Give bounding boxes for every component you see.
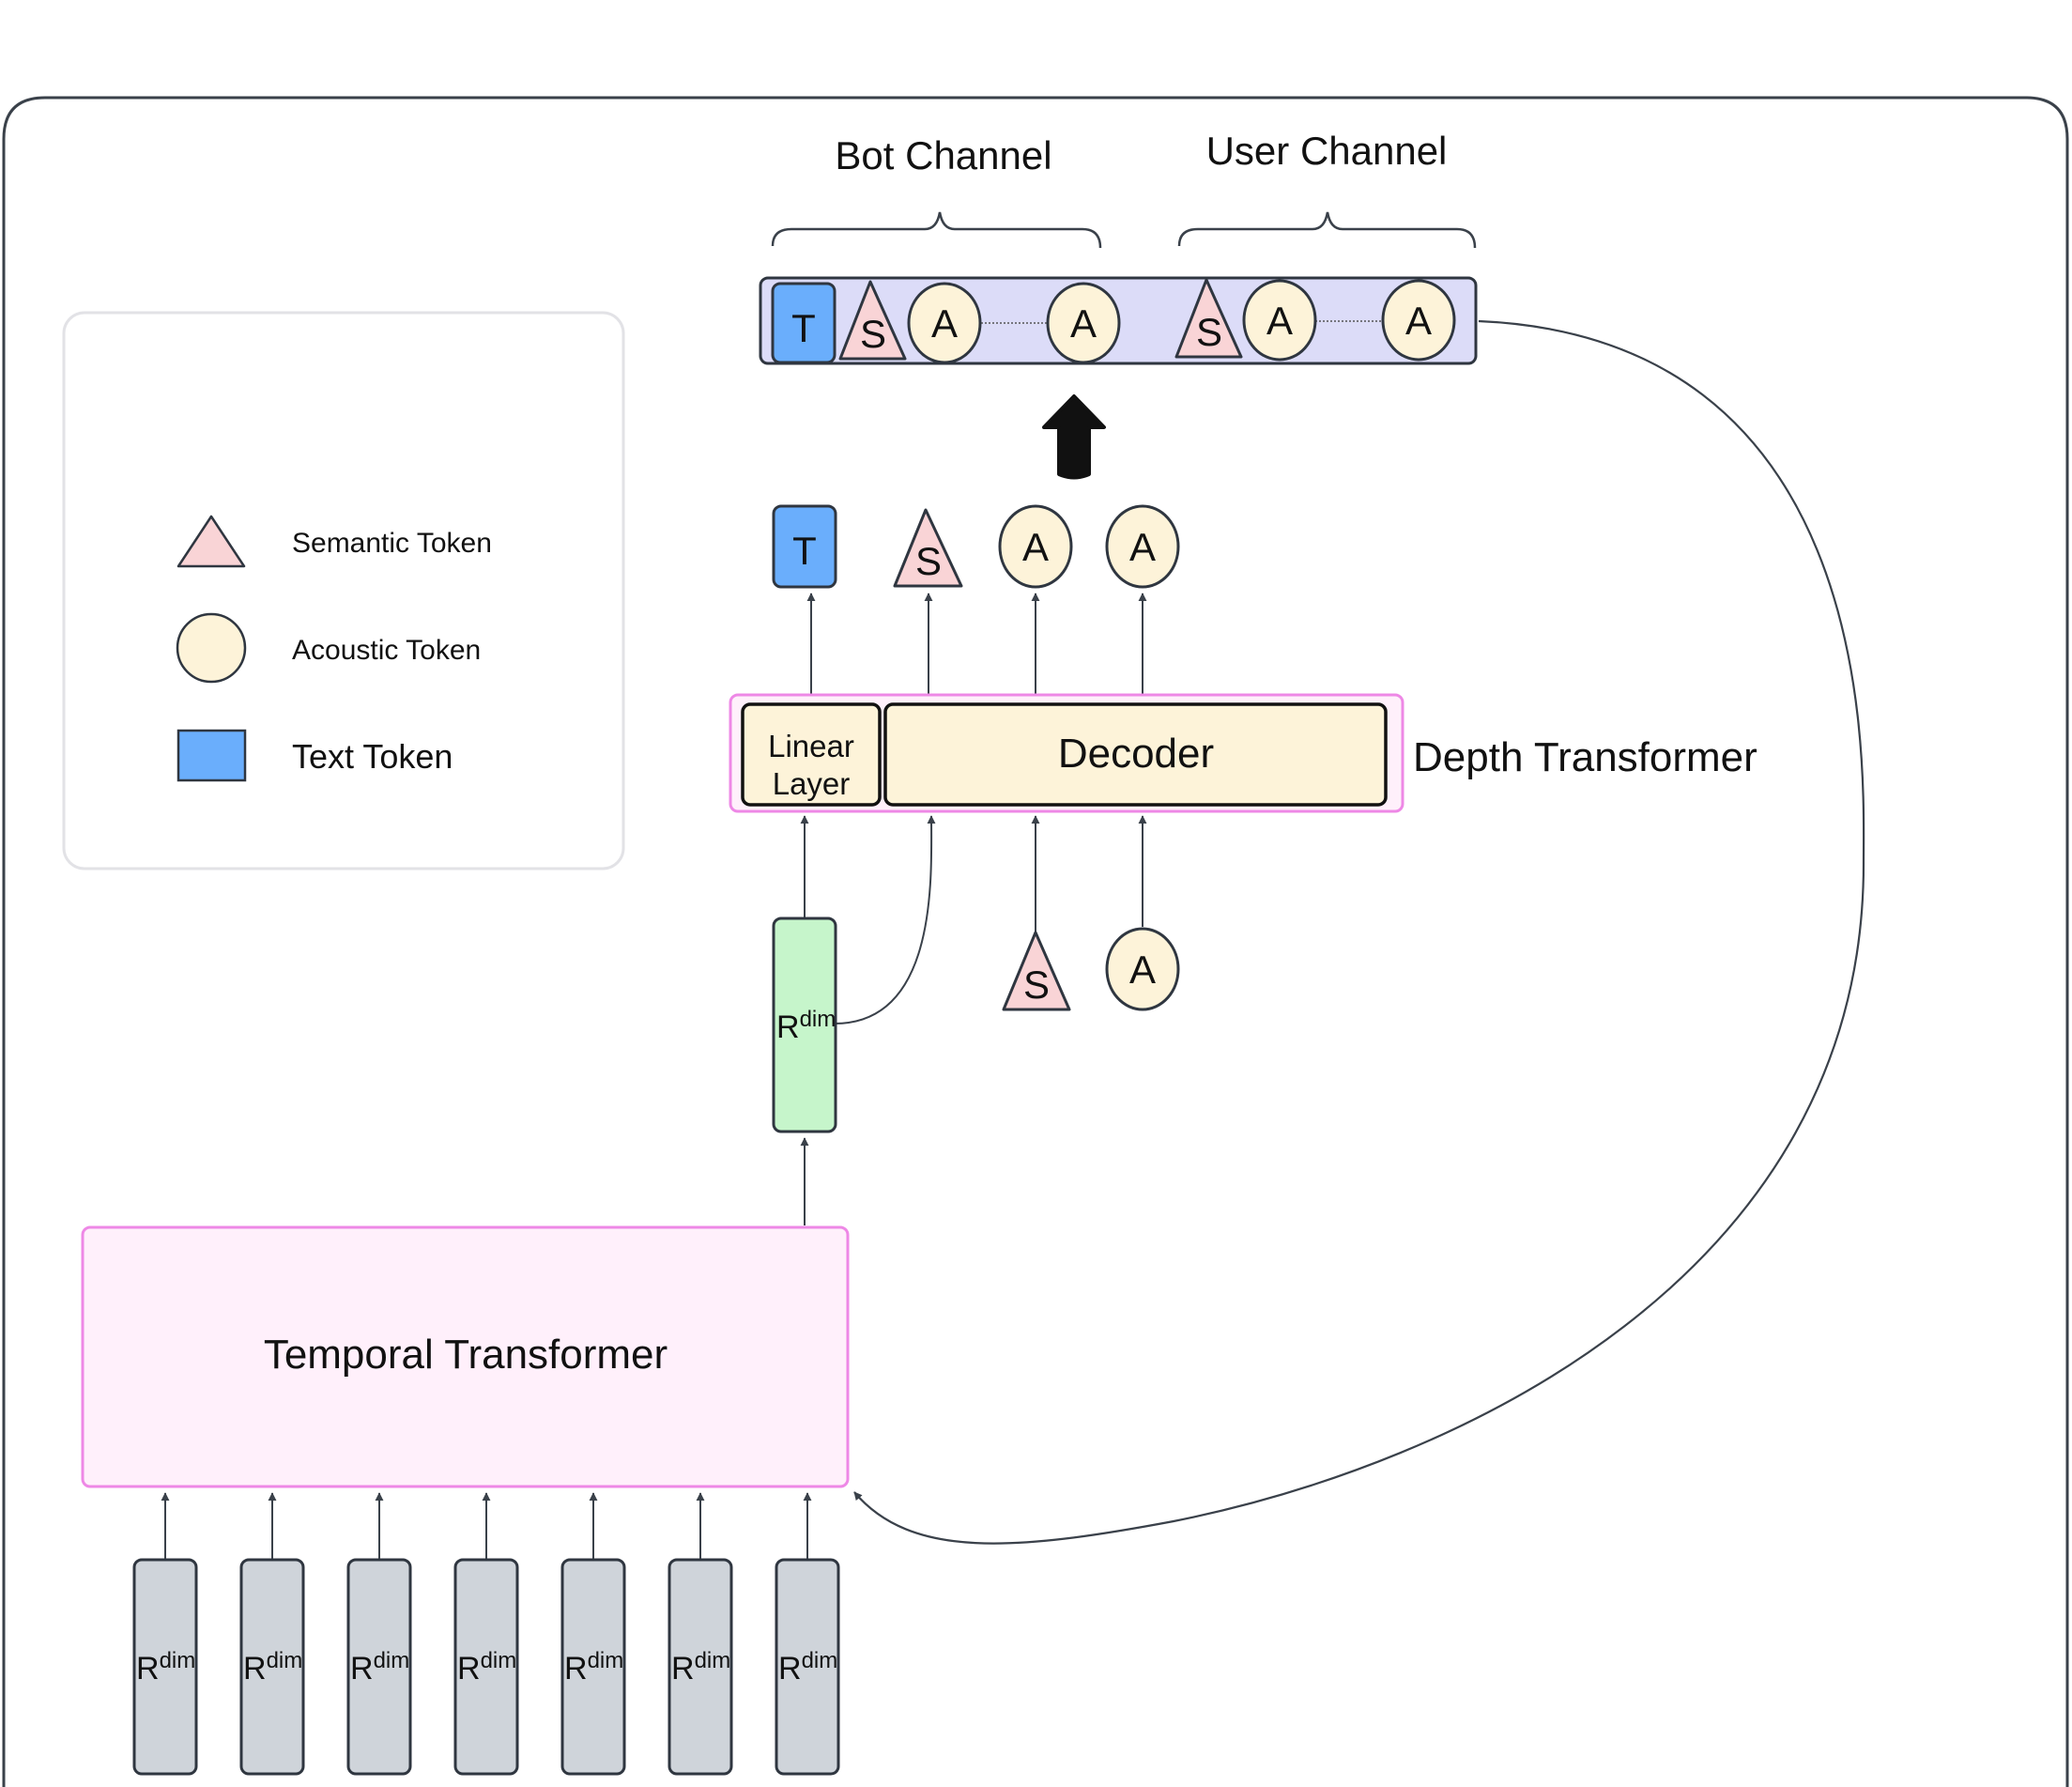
acoustic-token-letter: A: [1022, 525, 1049, 569]
input-vector-label: Rdim: [243, 1648, 302, 1687]
semantic-token-letter: S: [1196, 310, 1222, 354]
input-vector: [668, 1558, 733, 1776]
acoustic-token: [998, 504, 1073, 589]
input-vector: [132, 1558, 198, 1776]
arrow-hidden-to-decoder: [834, 815, 936, 1024]
temporal-transformer-label: Temporal Transformer: [264, 1332, 668, 1378]
acoustic-token: [1381, 279, 1456, 362]
input-vector: [775, 1558, 840, 1776]
semantic-token-letter: S: [915, 539, 942, 583]
legend-acoustic-label: Acoustic Token: [292, 635, 481, 666]
input-vector-label: Rdim: [564, 1648, 623, 1687]
acoustic-token-letter: A: [1405, 299, 1432, 343]
acoustic-token-letter: A: [1070, 301, 1097, 346]
linear-layer-label: Layer: [773, 766, 851, 801]
user-channel-label: User Channel: [1206, 129, 1448, 173]
acoustic-token-letter: A: [1266, 299, 1293, 343]
text-token: [771, 282, 836, 364]
hidden-vector: [772, 917, 837, 1133]
temporal-transformer-block: [81, 1225, 850, 1488]
input-vector: [560, 1558, 626, 1776]
input-vector: [453, 1558, 519, 1776]
bot-channel-label: Bot Channel: [835, 133, 1051, 177]
decoder-block: [883, 702, 1388, 807]
acoustic-token: [1242, 279, 1317, 362]
input-vector-label: Rdim: [350, 1648, 409, 1687]
legend-semantic-label: Semantic Token: [292, 528, 492, 559]
output-arrow: [1042, 394, 1106, 480]
semantic-token: [1174, 278, 1243, 359]
depth-transformer-label: Depth Transformer: [1413, 734, 1757, 780]
input-vector-label: Rdim: [671, 1648, 730, 1687]
semantic-token: [838, 280, 907, 361]
semantic-token: [1002, 931, 1071, 1011]
linear-layer-block: [741, 702, 882, 807]
user-channel-brace: [1177, 211, 1477, 249]
legend-text-label: Text Token: [292, 737, 453, 776]
input-vector-row: Rdim Rdim Rdim Rdim Rdim Rdim Rdim: [132, 1492, 840, 1776]
feedback-loop-arrow: [853, 319, 1865, 1545]
acoustic-token: [1105, 504, 1180, 589]
text-token: [772, 504, 837, 589]
acoustic-token: [1105, 927, 1180, 1011]
legend-acoustic-icon: [176, 612, 247, 684]
semantic-token-letter: S: [860, 312, 886, 356]
semantic-token-letter: S: [1023, 963, 1050, 1007]
input-vector-label: Rdim: [457, 1648, 516, 1687]
acoustic-token: [1046, 282, 1121, 364]
hidden-vector-label: Rdim: [776, 1007, 836, 1045]
input-vector-label: Rdim: [136, 1648, 195, 1687]
text-token-letter: T: [791, 306, 816, 350]
input-vector: [239, 1558, 305, 1776]
acoustic-token: [907, 282, 982, 364]
legend-semantic-icon: [177, 515, 246, 568]
legend-text-icon: [177, 729, 247, 782]
input-vector: [346, 1558, 412, 1776]
semantic-token: [893, 508, 963, 588]
acoustic-token-letter: A: [1129, 947, 1156, 992]
linear-layer-label: Linear: [768, 729, 854, 763]
text-token-letter: T: [792, 529, 817, 573]
input-vector-label: Rdim: [778, 1648, 837, 1687]
bot-channel-brace: [771, 211, 1102, 249]
outer-frame: [2, 96, 2069, 1787]
acoustic-token-letter: A: [931, 301, 958, 346]
decoder-label: Decoder: [1058, 731, 1214, 777]
legend-box: [62, 311, 625, 870]
acoustic-token-letter: A: [1129, 525, 1156, 569]
